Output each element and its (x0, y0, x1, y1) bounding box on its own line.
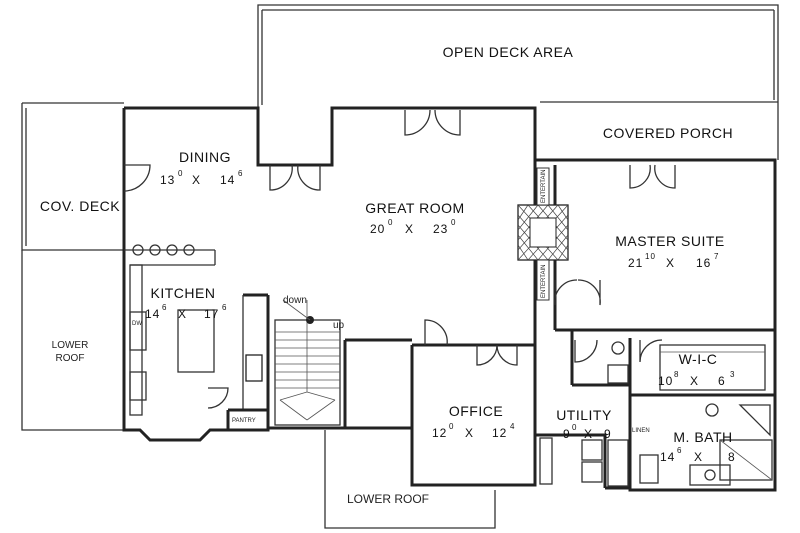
doors (123, 109, 676, 409)
dining-w-in: 0 (178, 169, 183, 178)
wic-w-in: 8 (674, 370, 679, 379)
master-suite-w: 21 (628, 256, 643, 270)
great-room-x: X (405, 222, 414, 236)
office-dimensions: 12 0 X 12 4 (432, 422, 515, 440)
great-room-label: GREAT ROOM (365, 200, 464, 216)
lower-roof-left-line2: ROOF (56, 353, 85, 364)
pantry-label: PANTRY (232, 418, 256, 424)
office-w: 12 (432, 426, 447, 440)
covered-porch-label: COVERED PORCH (603, 125, 733, 141)
stair-up-label: up (333, 320, 345, 331)
wic-h: 6 (718, 374, 726, 388)
wic-label: W-I-C (679, 351, 718, 367)
dining-w: 13 (160, 173, 175, 187)
master-suite-x: X (666, 256, 675, 270)
fireplace (517, 167, 569, 301)
dining-h-in: 6 (238, 169, 243, 178)
kitchen-x: X (178, 307, 187, 321)
stairs (274, 299, 341, 426)
master-suite-h: 16 (696, 256, 711, 270)
kitchen-dimensions: 14 6 X 17 6 (145, 303, 227, 321)
wic-dimensions: 10 8 X 6 3 (658, 370, 735, 388)
stair-down-label: down (283, 295, 307, 306)
master-suite-h-in: 7 (714, 252, 719, 261)
kitchen-w: 14 (145, 307, 160, 321)
m-bath-h: 8 (728, 450, 736, 464)
m-bath-w: 14 (660, 450, 675, 464)
office-h-in: 4 (510, 422, 515, 431)
office-label: OFFICE (449, 403, 503, 419)
kitchen-w-in: 6 (162, 303, 167, 312)
interior-walls (124, 108, 775, 490)
dining-label: DINING (179, 149, 231, 165)
open-deck-outline (257, 4, 779, 160)
great-room-w: 20 (370, 222, 385, 236)
m-bath-x: X (694, 450, 703, 464)
kitchen-h: 17 (204, 307, 219, 321)
dining-dimensions: 13 0 X 14 6 (160, 169, 243, 187)
cov-deck-label: COV. DECK (40, 198, 120, 214)
great-room-w-in: 0 (388, 218, 393, 227)
wic-x: X (690, 374, 699, 388)
kitchen-label: KITCHEN (151, 285, 216, 301)
utility-w-in: 0 (572, 423, 577, 432)
lower-roof-left-line1: LOWER (52, 340, 89, 351)
entertain-label-top: ENTERTAIN (541, 170, 547, 203)
great-room-dimensions: 20 0 X 23 0 (370, 218, 456, 236)
master-suite-dimensions: 21 10 X 16 7 (628, 252, 719, 270)
utility-dimensions: 9 0 X 9 (563, 423, 612, 441)
entertain-label-bottom: ENTERTAIN (541, 265, 547, 298)
open-deck-label: OPEN DECK AREA (443, 44, 574, 60)
office-h: 12 (492, 426, 507, 440)
master-suite-w-in: 10 (645, 252, 656, 261)
wic-w: 10 (658, 374, 673, 388)
dining-h: 14 (220, 173, 235, 187)
lower-roof-bottom-outline (324, 430, 496, 529)
bath-fixtures (539, 341, 773, 487)
m-bath-w-in: 6 (677, 446, 682, 455)
wic-h-in: 3 (730, 370, 735, 379)
utility-h: 9 (604, 427, 612, 441)
kitchen-h-in: 6 (222, 303, 227, 312)
utility-x: X (584, 427, 593, 441)
office-w-in: 0 (449, 422, 454, 431)
dw-label: DW (132, 321, 142, 327)
great-room-h: 23 (433, 222, 448, 236)
dining-x: X (192, 173, 201, 187)
great-room-h-in: 0 (451, 218, 456, 227)
m-bath-dimensions: 14 6 X 8 (660, 446, 736, 464)
cov-deck-outline (21, 102, 124, 431)
utility-w: 9 (563, 427, 571, 441)
utility-label: UTILITY (556, 407, 612, 423)
kitchen-fixtures (129, 244, 263, 416)
master-suite-label: MASTER SUITE (615, 233, 724, 249)
m-bath-label: M. BATH (673, 429, 732, 445)
linen-label: LINEN (632, 428, 650, 434)
lower-roof-bottom-label: LOWER ROOF (347, 492, 429, 506)
office-x: X (465, 426, 474, 440)
